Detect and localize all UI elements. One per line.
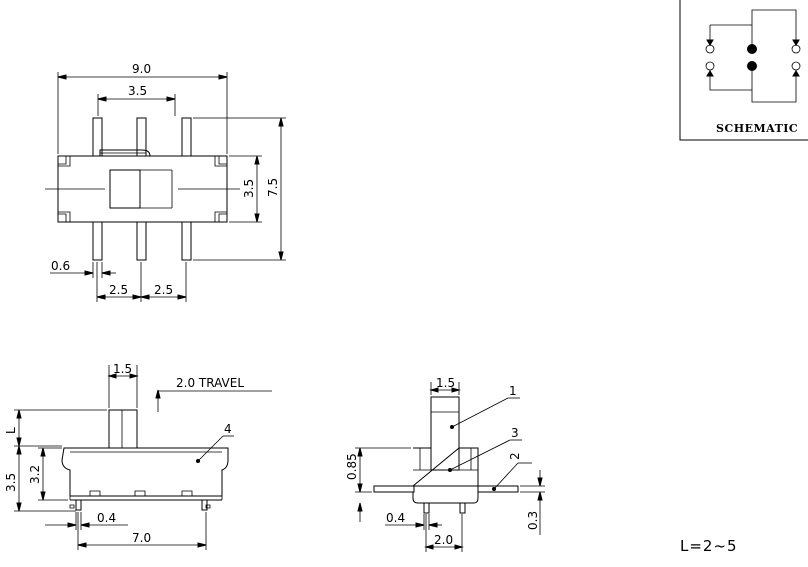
dim-top-pitch: 3.5 [128,84,147,98]
side-view: 4 1.5 2.0 TRAVEL L 3.5 3.2 [4,362,272,550]
schematic-terminal-open [792,62,800,70]
callout-4: 4 [224,422,232,436]
dim-end-actuator: 1.5 [436,376,455,390]
callout-3: 3 [511,426,519,440]
schematic-box: SCHEMATIC [680,0,808,140]
dim-side-body-length: 7.0 [132,531,151,545]
schematic-terminal-common [748,62,757,71]
schematic-terminal-open [706,62,714,70]
dim-side-body-height: 3.2 [28,465,42,484]
dim-side-travel: 2.0 TRAVEL [176,376,244,390]
schematic-terminal-common [748,45,757,54]
dim-side-actuator: 1.5 [113,362,132,376]
note-lever-length: L=2~5 [680,537,738,555]
dim-top-overall-height: 7.5 [266,178,280,197]
dim-top-spacing-left: 2.5 [109,283,128,297]
top-view: 9.0 3.5 3.5 7.5 0.6 [45,62,286,302]
dim-end-pin-width: 0.4 [386,511,405,525]
callout-2: 2 [508,452,522,460]
schematic-terminal-open [792,45,800,53]
end-view: 1 3 2 1.5 0.85 0.4 [345,376,545,552]
callout-1: 1 [509,384,517,398]
dim-top-spacing-right: 2.5 [154,283,173,297]
dim-side-pin-width: 0.4 [97,511,116,525]
dim-side-lever-length: L [4,427,18,434]
dim-end-tab-thickness: 0.3 [526,511,540,530]
dim-end-pin-spacing: 2.0 [434,533,453,547]
schematic-terminal-open [706,45,714,53]
dim-top-width: 9.0 [132,62,151,76]
dim-top-body-height: 3.5 [242,179,256,198]
dim-top-pin-width: 0.6 [51,259,70,273]
dim-side-total-height: 3.5 [4,473,18,492]
dim-end-tab-offset: 0.85 [345,453,359,480]
schematic-label: SCHEMATIC [716,122,798,135]
